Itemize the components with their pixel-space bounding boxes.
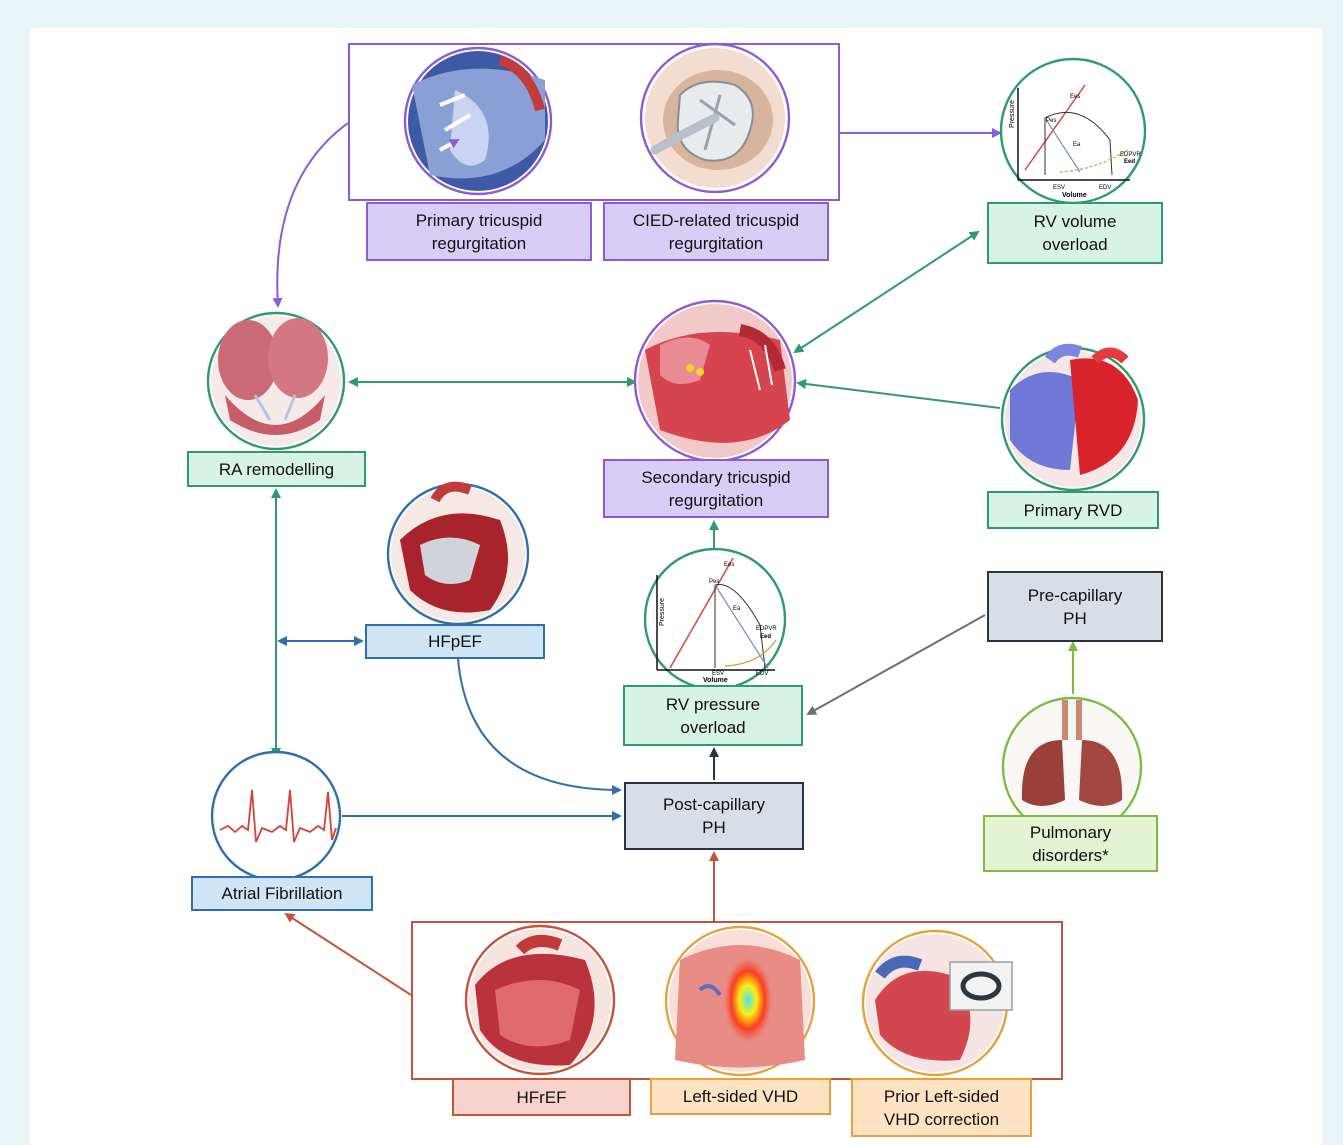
atrial-fibrillation-label: Atrial Fibrillation bbox=[191, 876, 373, 911]
prior-vhd-correction-label: Prior Left-sided VHD correction bbox=[851, 1078, 1032, 1137]
arrow-hfpef-to-post-capillary bbox=[458, 659, 620, 790]
pv-volume-ees: Ees bbox=[1070, 94, 1080, 100]
arrow-left-heart-to-af bbox=[286, 914, 411, 995]
left-vhd-illustration bbox=[666, 927, 814, 1075]
primary-tr-label: Primary tricuspid regurgitation bbox=[366, 202, 592, 261]
pv-volume-xlabel: Volume bbox=[1062, 192, 1087, 199]
secondary-tr-label: Secondary tricuspid regurgitation bbox=[603, 459, 829, 518]
left-sided-vhd-label: Left-sided VHD bbox=[650, 1078, 831, 1115]
pv-volume-edpvr: EDPVR bbox=[1120, 152, 1141, 158]
hfref-illustration bbox=[466, 926, 614, 1074]
ecg-illustration bbox=[212, 752, 340, 880]
arrow-pre-to-rv-pressure bbox=[808, 615, 985, 714]
pv-volume-pes: Pes bbox=[1046, 118, 1056, 124]
pv-pressure-ea: Ea bbox=[733, 606, 741, 612]
primary-rvd-label: Primary RVD bbox=[987, 491, 1159, 529]
rv-volume-overload-label: RV volume overload bbox=[987, 202, 1163, 264]
pv-pressure-ees: Ees bbox=[724, 562, 734, 568]
post-capillary-ph-label: Post-capillary PH bbox=[624, 782, 804, 850]
pv-volume-ea: Ea bbox=[1073, 142, 1081, 148]
primary-rvd-illustration bbox=[1002, 348, 1144, 490]
pv-volume-edv: EDV bbox=[1099, 185, 1111, 191]
primary-tr-illustration bbox=[405, 48, 551, 194]
pv-volume-esv: ESV bbox=[1053, 185, 1065, 191]
secondary-tr-illustration bbox=[635, 301, 795, 461]
cied-tr-illustration bbox=[641, 44, 789, 192]
ra-remodelling-label: RA remodelling bbox=[187, 451, 366, 487]
pv-volume-eed: Eed bbox=[1124, 159, 1135, 165]
pv-pressure-esv: ESV bbox=[712, 671, 724, 677]
hfref-label: HFrEF bbox=[452, 1078, 631, 1116]
pre-capillary-ph-label: Pre-capillary PH bbox=[987, 571, 1163, 642]
ra-remodelling-illustration bbox=[208, 313, 344, 449]
hfpef-label: HFpEF bbox=[365, 624, 545, 659]
arrow-tr-to-ra bbox=[277, 123, 348, 306]
pulmonary-disorders-label: Pulmonary disorders* bbox=[983, 815, 1158, 872]
pv-pressure-ylabel: Pressure bbox=[659, 598, 666, 626]
pv-volume-ylabel: Pressure bbox=[1009, 100, 1016, 128]
arrow-rvd-to-secondary-tr bbox=[798, 383, 1000, 408]
pv-pressure-xlabel: Volume bbox=[703, 677, 728, 684]
cied-tr-label: CIED-related tricuspid regurgitation bbox=[603, 202, 829, 261]
pv-loop-volume-overload: Pressure Volume ESV EDV Pes Ees Ea EDPVR… bbox=[1001, 59, 1145, 203]
hfpef-illustration bbox=[388, 484, 528, 624]
pv-pressure-edv: EDV bbox=[756, 671, 768, 677]
pv-loop-pressure-overload: Pressure Volume ESV EDV Pes Ees Ea EDPVR… bbox=[645, 549, 785, 689]
rv-pressure-overload-label: RV pressure overload bbox=[623, 685, 803, 746]
pv-pressure-eed: Eed bbox=[760, 634, 771, 640]
pv-pressure-edpvr: EDPVR bbox=[756, 626, 777, 632]
prior-vhd-illustration bbox=[863, 931, 1012, 1075]
pv-pressure-pes: Pes bbox=[709, 579, 719, 585]
